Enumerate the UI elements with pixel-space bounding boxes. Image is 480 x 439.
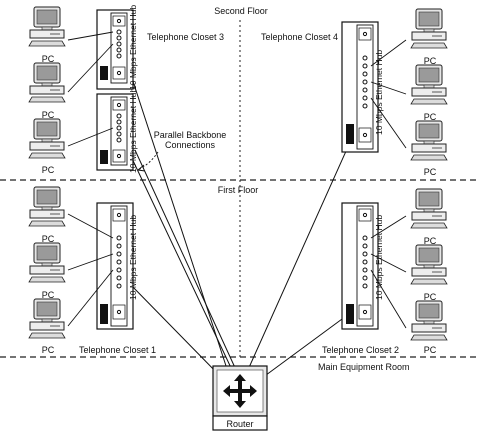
router-icon — [212, 365, 268, 431]
closet-label-4: Telephone Closet 4 — [261, 32, 339, 42]
floor-label-main: Main Equipment Room — [318, 362, 410, 372]
pc-icon — [410, 244, 448, 285]
closet-label-1: Telephone Closet 1 — [79, 345, 157, 355]
pc-label: PC — [423, 167, 437, 177]
pc-label: PC — [41, 290, 55, 300]
hub-closet2 — [341, 202, 379, 330]
pc-label: PC — [423, 56, 437, 66]
pc-icon — [28, 6, 66, 47]
pc-label: PC — [423, 292, 437, 302]
backbone-connections — [127, 65, 365, 379]
backbone-annotation: Parallel Backbone Connections — [153, 130, 227, 150]
floor-label-first: First Floor — [217, 185, 259, 195]
pc-icon — [28, 118, 66, 159]
pc-icon — [410, 8, 448, 49]
pc-label: PC — [41, 110, 55, 120]
hub-label: 10 Mbps Ethernet Hub — [128, 87, 138, 173]
pc-label: PC — [423, 236, 437, 246]
pc-icon — [28, 298, 66, 339]
pc-label: PC — [41, 165, 55, 175]
closet-label-2: Telephone Closet 2 — [322, 345, 400, 355]
pc-icon — [28, 242, 66, 283]
hub-closet4 — [341, 21, 379, 153]
hub-closet1 — [96, 202, 134, 330]
hub-label: 10 Mbps Ethernet Hub — [128, 214, 138, 300]
hub-label: 10 Mbps Ethernet Hub — [374, 49, 384, 135]
pc-label: PC — [41, 345, 55, 355]
pc-icon — [410, 64, 448, 105]
hub-closet3-upper — [96, 9, 134, 90]
hub-label: 10 Mbps Ethernet Hub — [374, 214, 384, 300]
pc-icon — [28, 186, 66, 227]
pc-label: PC — [41, 234, 55, 244]
router-label: Router — [226, 419, 254, 429]
pc-icon — [410, 300, 448, 341]
floor-label-second: Second Floor — [214, 6, 268, 16]
pc-icon — [410, 120, 448, 161]
pc-label: PC — [41, 54, 55, 64]
pc-label: PC — [423, 112, 437, 122]
hub-label: 10 Mbps Ethernet Hub — [128, 4, 138, 90]
pc-icon — [410, 188, 448, 229]
pc-cables — [67, 31, 407, 329]
pc-icon — [28, 62, 66, 103]
closet-label-3: Telephone Closet 3 — [147, 32, 225, 42]
pc-label: PC — [423, 345, 437, 355]
